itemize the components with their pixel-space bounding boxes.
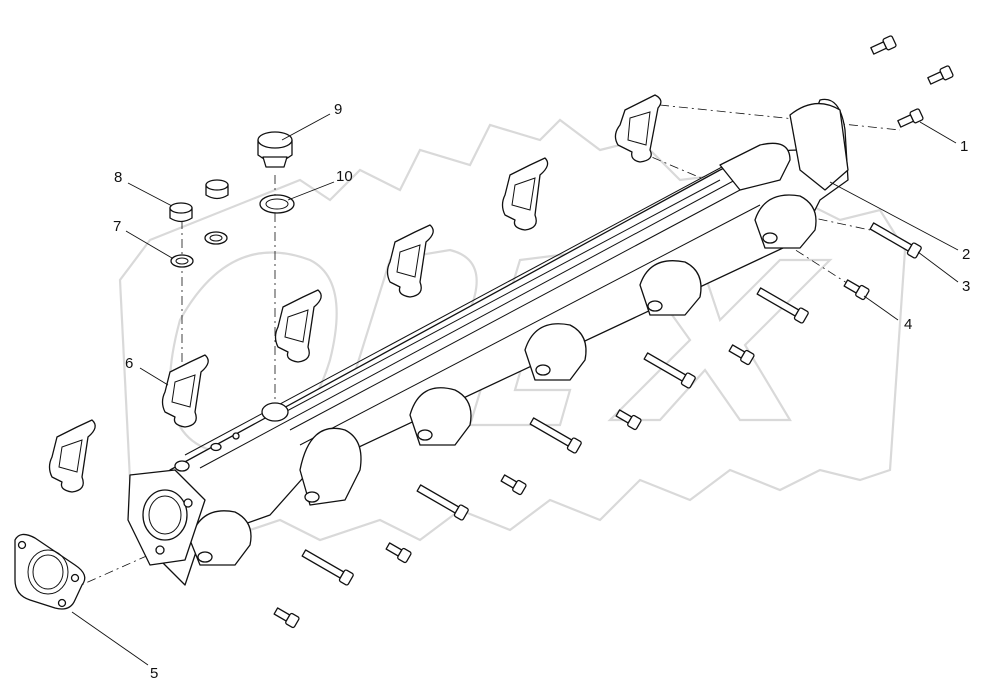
callout-5: 5 [150,665,158,682]
callout-7: 7 [113,218,121,235]
callout-labels: 1 2 3 4 5 6 7 8 9 10 [113,101,970,682]
port-bosses [189,194,817,566]
callout-2: 2 [962,246,970,263]
leader-lines [71,113,959,666]
callout-6: 6 [125,355,133,372]
short-bolts [273,35,954,629]
port-gaskets [48,94,662,493]
callout-3: 3 [962,278,970,295]
flange-gasket [14,533,86,610]
callout-1: 1 [960,138,968,155]
callout-9: 9 [334,101,342,118]
long-bolts [301,222,922,586]
manifold-body [159,98,849,586]
callout-10: 10 [336,168,353,185]
outlet-flange [127,469,206,566]
plugs-and-seals [169,131,295,268]
callout-8: 8 [114,169,122,186]
callout-4: 4 [904,316,912,333]
